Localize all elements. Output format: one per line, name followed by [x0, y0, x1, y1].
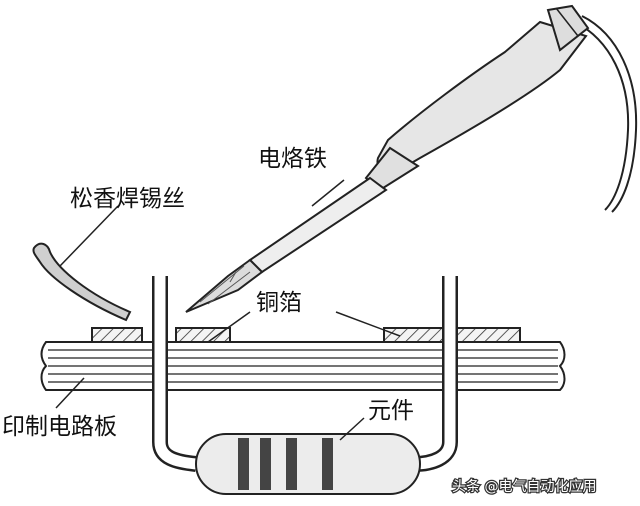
- label-component: 元件: [368, 398, 414, 424]
- label-rosin-solder-wire: 松香焊锡丝: [70, 186, 185, 212]
- leader-iron: [311, 179, 345, 207]
- iron-tip: [185, 258, 264, 313]
- iron-shaft: [248, 176, 388, 274]
- pcb-board: [40, 341, 566, 391]
- soldering-iron: [185, 4, 590, 313]
- label-soldering-iron: 电烙铁: [258, 146, 327, 172]
- color-band-2: [260, 438, 271, 490]
- label-pcb: 印制电路板: [2, 414, 117, 440]
- leader-foil-left: [207, 311, 251, 343]
- watermark-text: 头条 @电气自动化应用: [452, 478, 596, 495]
- copper-pad-1: [91, 327, 143, 343]
- leader-foil-right: [335, 311, 401, 337]
- label-copper-foil: 铜箔: [256, 290, 302, 316]
- leader-solder: [59, 205, 119, 267]
- iron-handle: [376, 20, 588, 175]
- leader-component: [339, 417, 365, 441]
- leader-pcb: [55, 377, 85, 409]
- copper-pad-2: [175, 327, 231, 343]
- solder-wire: [32, 242, 132, 322]
- color-band-4: [322, 438, 333, 490]
- color-band-1: [238, 438, 249, 490]
- color-band-3: [286, 438, 297, 490]
- iron-cable: [574, 21, 630, 211]
- resistor: [195, 433, 421, 495]
